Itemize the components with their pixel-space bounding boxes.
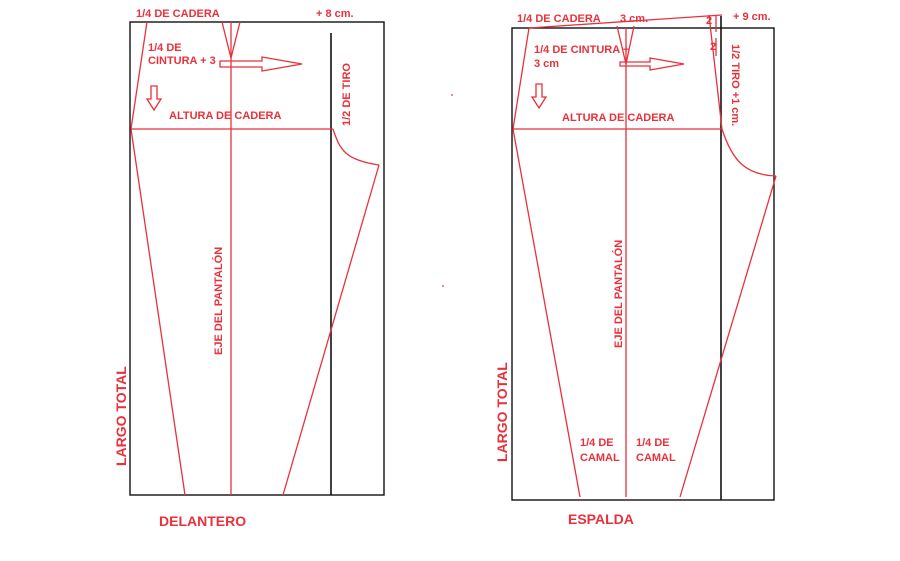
delantero-inseam-line [282, 164, 380, 496]
espalda-cadera-label: 1/4 DE CADERA [517, 13, 601, 25]
espalda-cintura-label-2: 3 cm [534, 58, 559, 70]
delantero-title: DELANTERO [159, 513, 246, 529]
delantero-half-tiro-label: 1/2 DE TIRO [341, 63, 353, 126]
espalda-cintura-label-1: 1/4 DE CINTURA + [534, 44, 629, 56]
espalda-waist-dart [616, 25, 635, 65]
espalda-three-cm-label: 3 cm. [620, 13, 648, 25]
espalda-eje-label: EJE DEL PANTALÓN [612, 240, 625, 348]
espalda-side-lower [512, 128, 581, 498]
delantero-cintura-label-2: CINTURA + 3 [148, 55, 216, 67]
espalda-mark-2b: 2 [710, 41, 716, 53]
delantero-pattern: 1/4 DE CADERA + 8 cm. 1/4 DE CINTURA + 3… [113, 8, 385, 529]
espalda-right-arrow [619, 57, 685, 71]
espalda-plus-9-label: + 9 cm. [733, 11, 771, 23]
speck-1 [451, 94, 453, 96]
espalda-crotch-curve [721, 128, 777, 177]
delantero-right-arrow [219, 56, 303, 72]
delantero-crotch-curve [332, 128, 380, 166]
espalda-camal-right-2: CAMAL [636, 452, 676, 464]
espalda-center-back [708, 14, 723, 130]
espalda-camal-left-2: CAMAL [580, 452, 620, 464]
espalda-altura-cadera-label: ALTURA DE CADERA [562, 112, 674, 124]
espalda-frame [511, 27, 775, 501]
delantero-frame [129, 21, 385, 496]
delantero-largo-total-label: LARGO TOTAL [113, 366, 129, 466]
espalda-pattern: 1/4 DE CADERA 3 cm. 2 2 + 9 cm. 1/4 DE C… [494, 11, 777, 527]
espalda-waist-slope [528, 14, 723, 29]
delantero-down-arrow [145, 85, 163, 112]
delantero-waist-dart [221, 21, 241, 59]
espalda-camal-right-1: 1/4 DE [636, 437, 670, 449]
espalda-inseam-line [679, 175, 777, 498]
espalda-half-tiro-label: 1/2 TIRO +1 cm. [729, 44, 741, 126]
espalda-side-upper [512, 27, 530, 130]
espalda-camal-left-1: 1/4 DE [580, 437, 614, 449]
delantero-cadera-label: 1/4 DE CADERA [136, 8, 220, 20]
espalda-mark-2a: 2 [706, 15, 712, 27]
speck-2 [442, 285, 444, 287]
espalda-down-arrow [530, 83, 548, 110]
delantero-altura-cadera-label: ALTURA DE CADERA [169, 110, 281, 122]
delantero-side-lower [130, 128, 186, 496]
delantero-cintura-label-1: 1/4 DE [148, 42, 182, 54]
espalda-title: ESPALDA [568, 511, 634, 527]
delantero-eje-label: EJE DEL PANTALÓN [212, 247, 225, 355]
delantero-side-upper [130, 21, 148, 130]
delantero-plus-8-label: + 8 cm. [316, 8, 354, 20]
espalda-largo-total-label: LARGO TOTAL [494, 362, 510, 462]
